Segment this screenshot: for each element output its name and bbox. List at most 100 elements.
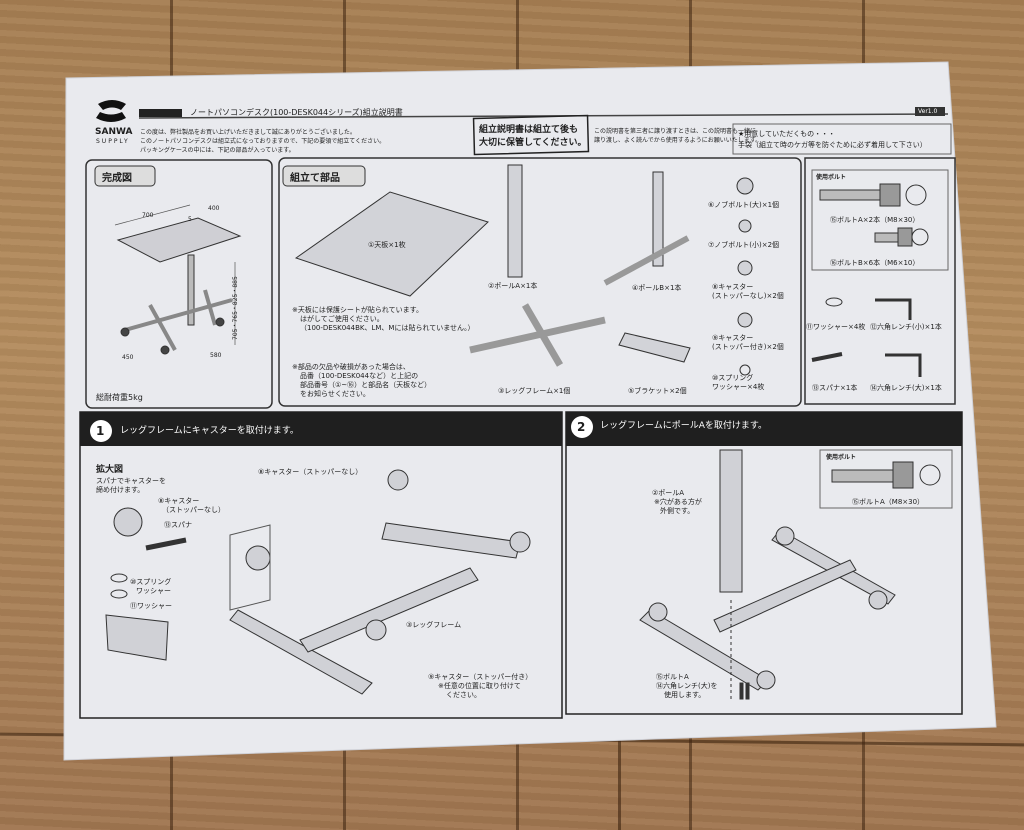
- step1-label: ③レッグフレーム: [406, 621, 462, 629]
- step2-label: ⑭六角レンチ(大)を: [656, 682, 718, 690]
- version-tag: [915, 107, 945, 116]
- intro-line: このノートパソコンデスクは組立式になっておりますので、下記の要領で組立てください…: [140, 138, 386, 145]
- part-label: ④ポールB×1本: [632, 284, 682, 292]
- step1-header: [80, 412, 562, 446]
- intro-line: パッキングケースの中には、下記の部品が入っています。: [140, 147, 295, 154]
- dim-label: 400: [208, 205, 220, 212]
- step2-label: 使用します。: [664, 691, 706, 699]
- paper: [63, 61, 997, 761]
- parts-note: をお知らせください。: [300, 390, 370, 398]
- step2-bolt-drawing: [831, 461, 941, 489]
- part-label: ⑫六角レンチ(小)×1本: [870, 323, 942, 331]
- parts-title-box: [282, 165, 366, 187]
- step1-label: ください。: [446, 691, 481, 699]
- dim-label: 5: [188, 216, 192, 223]
- step1-label: ⑨キャスター（ストッパー付き）: [428, 673, 533, 681]
- bolt-box: [811, 169, 949, 271]
- part-label: ⑬スパナ×1本: [812, 384, 858, 392]
- keep-notice-box: [472, 114, 590, 156]
- intro-line: この度は、弊社製品をお買い上げいただきまして誠にありがとうございました。: [140, 129, 356, 136]
- step1-label: ⑧キャスター: [158, 497, 200, 505]
- prepare-line: ★用意していただくもの・・・: [738, 130, 836, 138]
- dim-label: 705・765・825・885: [232, 276, 239, 340]
- brand-logo: SANWA: [95, 127, 133, 137]
- brand-sub: SUPPLY: [96, 138, 130, 145]
- sanwa-logo-icon: [96, 100, 126, 122]
- step2-bolt-title: 使用ボルト: [826, 454, 857, 461]
- step2-bolt-label: ⑮ボルトA（M8×30）: [852, 498, 925, 506]
- part-label: ②ポールA×1本: [488, 282, 538, 290]
- part-label: ⑮ボルトA×2本（M8×30）: [830, 216, 920, 224]
- step2-header: [566, 412, 962, 446]
- step2-number: 2: [577, 420, 586, 434]
- part-label: ⑭六角レンチ(大)×1本: [870, 384, 942, 392]
- parts-note: ※天板には保護シートが貼られています。: [292, 306, 423, 314]
- step1-title: レッグフレームにキャスターを取付けます。: [120, 426, 299, 436]
- keep-notice-line: 大切に保管してください。: [479, 138, 587, 148]
- part-label: ⑦ノブボルト(小)×2個: [708, 241, 780, 249]
- parts-note: はがしてご使用ください。: [300, 315, 384, 323]
- step1-label: ⑪ワッシャー: [130, 602, 172, 610]
- step2-bolt-box: [819, 449, 953, 509]
- part-label: ⑥ノブボルト(大)×1個: [708, 201, 780, 209]
- step1-number: 1: [96, 424, 105, 438]
- parts-note: 部品番号（①~⑯）と部品名（天板など）: [300, 381, 432, 389]
- part-label: ⑧キャスター: [712, 283, 754, 291]
- step2-label: ※穴がある方が: [654, 498, 702, 506]
- right-parts-panel: [804, 157, 956, 405]
- zoom-title: 拡大図: [96, 465, 124, 475]
- bracket-part: [618, 332, 691, 363]
- part-label: ⑨キャスター: [712, 334, 754, 342]
- parts-title: 組立て部品: [290, 173, 340, 184]
- zoom-desc: スパナでキャスターを: [96, 477, 166, 485]
- part-label: ⑪ワッシャー×4枚: [806, 323, 866, 331]
- part-label: (ストッパー付き)×2個: [712, 343, 784, 351]
- step1-label: ⑬スパナ: [164, 521, 192, 529]
- bolt-title: 使用ボルト: [816, 174, 847, 181]
- step1-label: ⑩スプリング: [130, 578, 172, 586]
- step1-label: ワッシャー: [136, 587, 171, 595]
- pole-a-part: [507, 164, 523, 278]
- keep-notice-line: 組立説明書は組立て後も: [479, 125, 579, 135]
- version-label: Ver1.0: [918, 108, 938, 115]
- dim-label: 450: [122, 354, 134, 361]
- step2-label: 外側です。: [660, 507, 695, 515]
- keep-sub-line: この説明書を第三者に譲り渡すときは、この説明書も一緒に: [594, 128, 757, 135]
- parts-panel: [278, 157, 802, 407]
- step1-label: （ストッパーなし）: [162, 506, 225, 514]
- parts-drawings: [294, 164, 929, 377]
- complete-title: 完成図: [102, 173, 132, 184]
- step1-label: ⑧キャスター（ストッパーなし）: [258, 468, 363, 476]
- part-label: ⑯ボルトB×6本（M6×10）: [830, 259, 920, 267]
- prepare-line: 手袋（組立て時のケガ等を防ぐために必ず着用して下さい）: [738, 141, 927, 149]
- pole-b-part: [652, 171, 664, 267]
- dim-label: 580: [210, 352, 222, 359]
- leg-frame-illustration: [229, 469, 531, 695]
- zoom-desc: 締め付けます。: [96, 486, 145, 494]
- tabletop-part: [294, 191, 489, 297]
- part-label: ⑤ブラケット×2個: [628, 387, 687, 395]
- desk-illustration: [114, 204, 242, 355]
- part-label: ワッシャー×4枚: [712, 383, 765, 391]
- part-label: ⑩スプリング: [712, 374, 754, 382]
- zoom-illustration: [105, 507, 271, 661]
- parts-note: ※部品の欠品や破損があった場合は、: [292, 363, 410, 371]
- parts-note: （100-DESK044BK、LM、Mには貼られていません。）: [300, 324, 475, 332]
- pole-assembly-illustration: [639, 449, 896, 700]
- complete-title-box: [94, 165, 156, 187]
- step2-label: ②ポールA: [652, 489, 685, 497]
- load-label: 総耐荷重5kg: [96, 393, 143, 402]
- step2-label: ⑮ボルトA: [656, 673, 689, 681]
- page-title: ノートパソコンデスク(100-DESK044シリーズ)組立説明書: [190, 108, 403, 117]
- step2-title: レッグフレームにポールAを取付けます。: [600, 421, 767, 431]
- parts-note: 品番（100-DESK044など）と上記の: [300, 372, 419, 380]
- dim-label: 700: [142, 212, 154, 219]
- prepare-box: [732, 123, 952, 155]
- part-label: ③レッグフレーム×1個: [498, 387, 571, 395]
- keep-sub-line: 譲り渡し、よく読んでから使用するようにお願いいたします。: [594, 137, 762, 144]
- header-bar: [139, 109, 182, 117]
- complete-panel: [85, 159, 273, 409]
- floor-seam: [618, 738, 621, 830]
